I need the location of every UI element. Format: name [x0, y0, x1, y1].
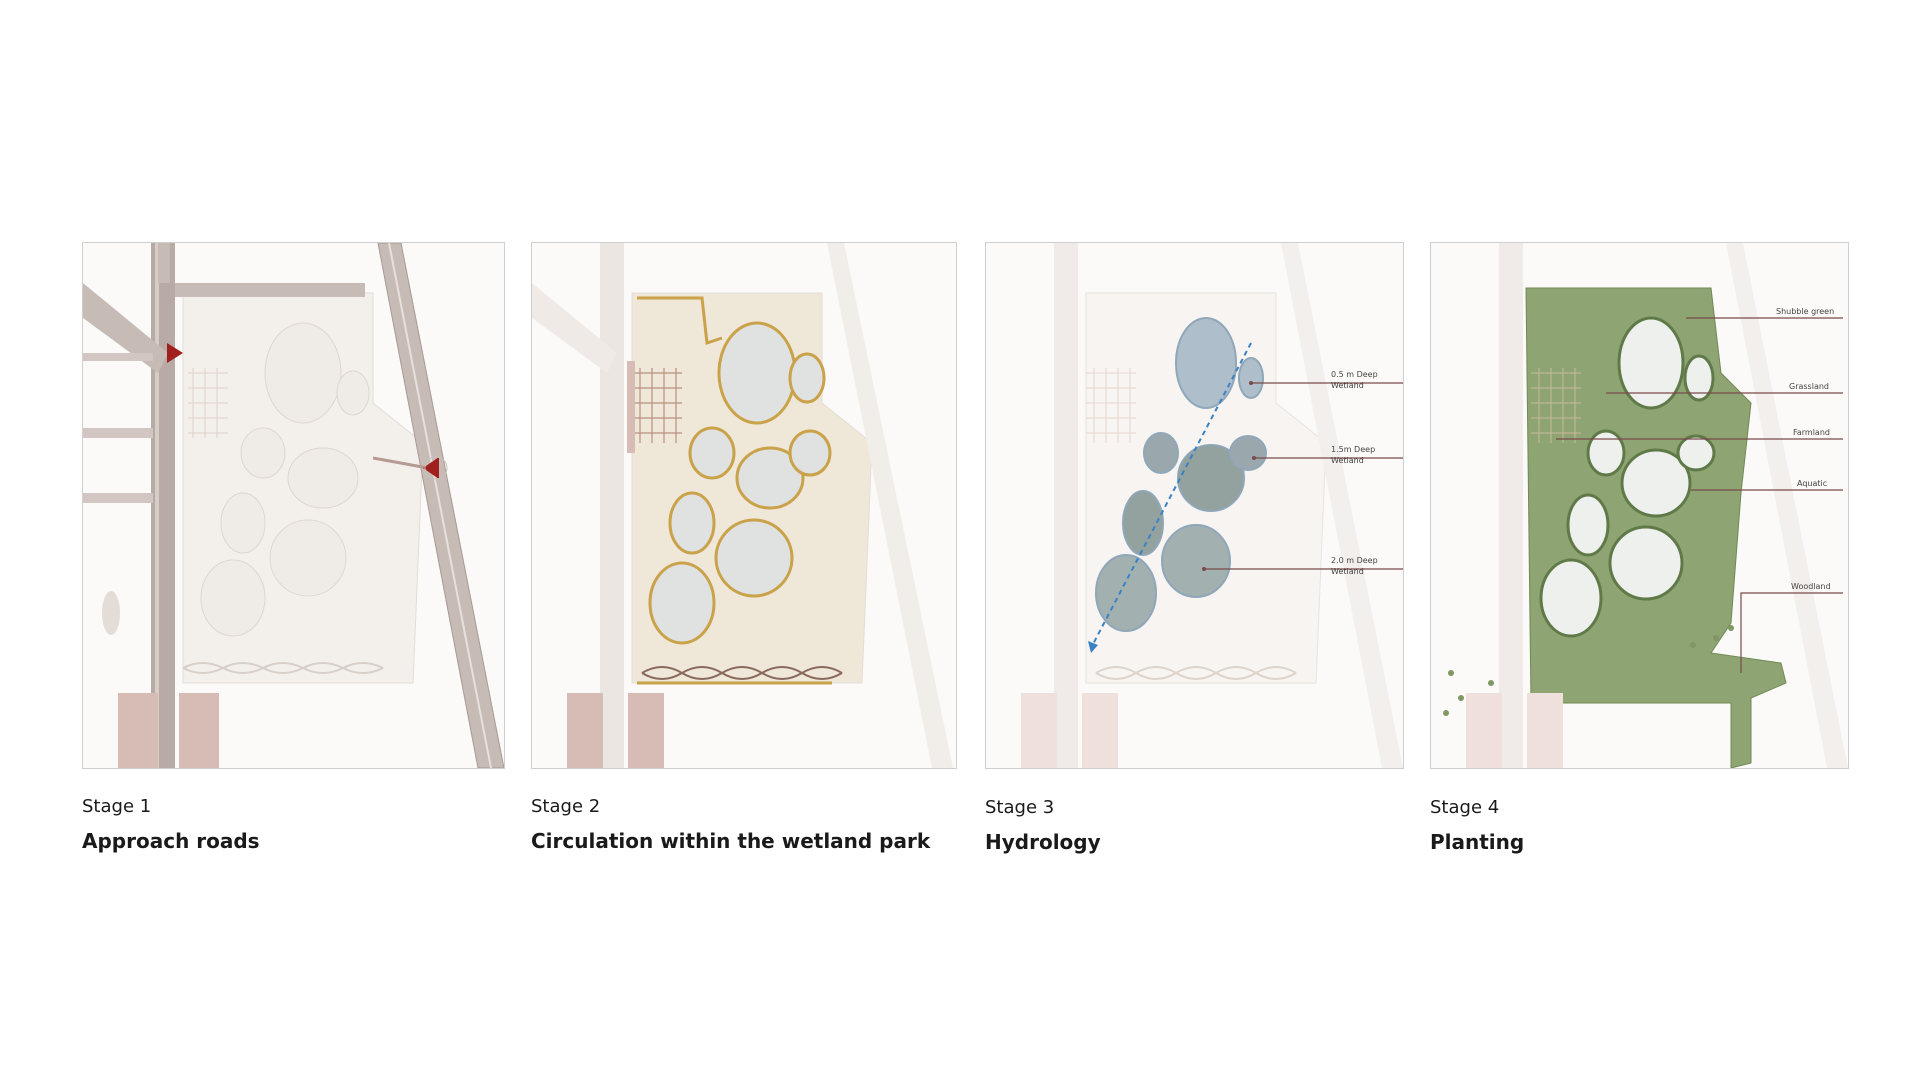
- stage-1-plan: [82, 242, 505, 769]
- stage-label: Stage 3: [985, 797, 1055, 818]
- circulation-plan: [532, 243, 953, 768]
- callout-farmland: Farmland: [1793, 428, 1830, 437]
- stage-2-plan: [531, 242, 957, 769]
- entry-marker-icon: [423, 457, 439, 479]
- callout-grassland: Grassland: [1789, 382, 1829, 391]
- stage-2-caption: Stage 2 Circulation within the wetland p…: [531, 796, 930, 853]
- callout-shallow-line2: Wetland: [1331, 381, 1364, 390]
- stage-label: Stage 1: [82, 796, 152, 817]
- callout-aquatic: Aquatic: [1797, 479, 1827, 488]
- planting-plan: Shubble green Grassland Farmland Aquatic…: [1443, 243, 1848, 768]
- stage-4-caption: Stage 4 Planting: [1430, 797, 1524, 854]
- callout-shubble-green: Shubble green: [1776, 307, 1834, 316]
- stage-3-caption: Stage 3 Hydrology: [985, 797, 1101, 854]
- callout-woodland: Woodland: [1791, 582, 1831, 591]
- approach-roads-plan: [83, 243, 504, 768]
- entry-marker-icon: [167, 343, 183, 363]
- stage-title: Planting: [1430, 830, 1525, 854]
- callout-deep-line1: 2.0 m Deep: [1331, 556, 1378, 565]
- stage-title: Hydrology: [985, 830, 1101, 854]
- stage-label: Stage 4: [1430, 797, 1500, 818]
- stage-4-plan: Shubble green Grassland Farmland Aquatic…: [1430, 242, 1849, 769]
- callout-medium-line2: Wetland: [1331, 456, 1364, 465]
- hydrology-plan: 0.5 m Deep Wetland 1.5m Deep Wetland 2.0…: [1021, 243, 1403, 768]
- flow-arrow-icon: [1088, 641, 1098, 653]
- callout-deep-line2: Wetland: [1331, 567, 1364, 576]
- stage-title: Circulation within the wetland park: [531, 829, 931, 853]
- callout-shallow-line1: 0.5 m Deep: [1331, 370, 1378, 379]
- callout-medium-line1: 1.5m Deep: [1331, 445, 1375, 454]
- stage-title: Approach roads: [82, 829, 260, 853]
- stage-label: Stage 2: [531, 796, 601, 817]
- stage-3-plan: 0.5 m Deep Wetland 1.5m Deep Wetland 2.0…: [985, 242, 1404, 769]
- stage-1-caption: Stage 1 Approach roads: [82, 796, 260, 853]
